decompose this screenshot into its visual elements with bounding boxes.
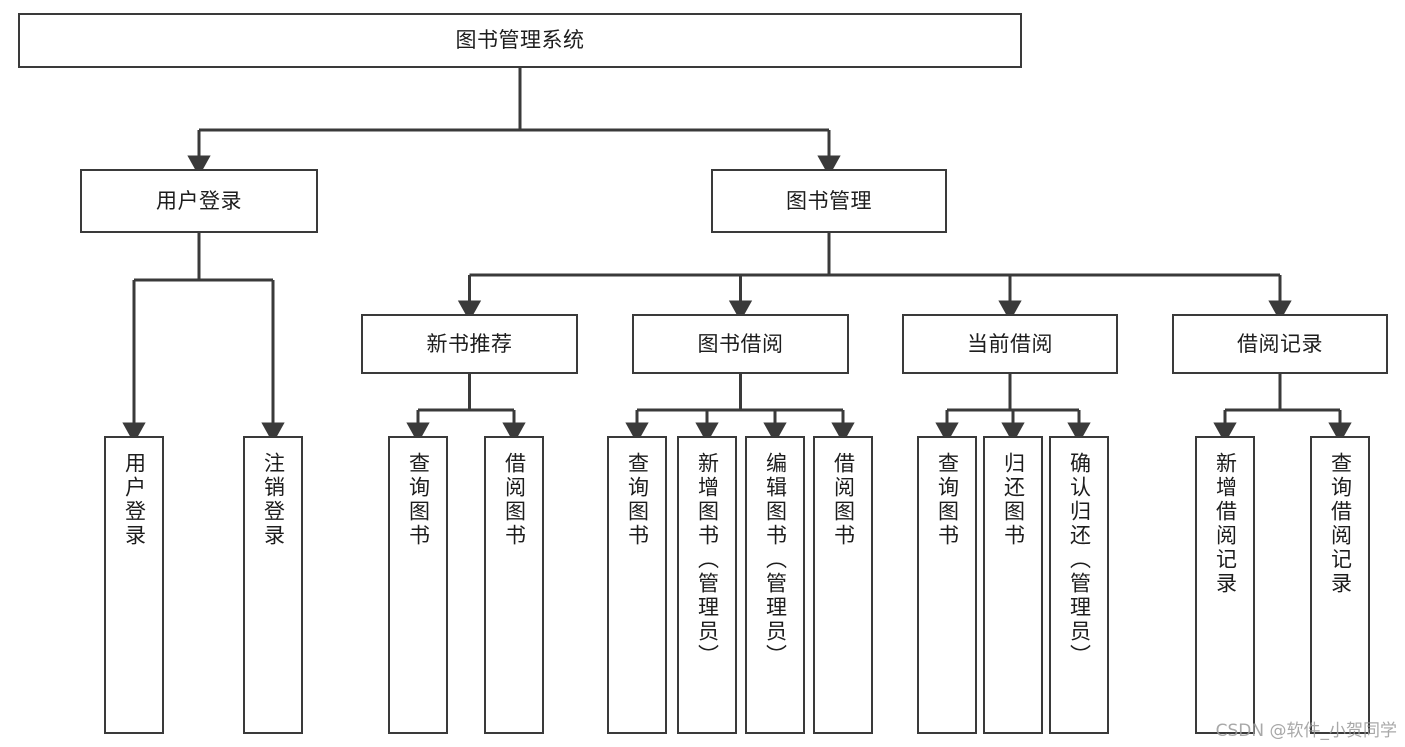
node-records[interactable]: 借阅记录	[1172, 314, 1388, 374]
node-label: 用户登录	[156, 188, 242, 213]
edge-group	[122, 68, 1352, 444]
node-label: 借阅记录	[1237, 331, 1323, 356]
node-label: 查询图书	[935, 452, 960, 548]
node-leaf-user-login[interactable]: 用户登录	[104, 436, 164, 734]
node-label: 注销登录	[261, 452, 286, 548]
node-label: 当前借阅	[967, 331, 1053, 356]
node-leaf-user-logout[interactable]: 注销登录	[243, 436, 303, 734]
node-label: 借阅图书	[831, 452, 856, 548]
node-root[interactable]: 图书管理系统	[18, 13, 1022, 68]
node-leaf-re-add[interactable]: 新增借阅记录	[1195, 436, 1255, 734]
node-label: 新增图书（管理员）	[695, 452, 720, 668]
node-newbook[interactable]: 新书推荐	[361, 314, 578, 374]
node-leaf-bo-query[interactable]: 查询图书	[607, 436, 667, 734]
node-leaf-re-query[interactable]: 查询借阅记录	[1310, 436, 1370, 734]
node-leaf-bo-borrow[interactable]: 借阅图书	[813, 436, 873, 734]
node-label: 用户登录	[122, 452, 147, 548]
node-leaf-nb-borrow[interactable]: 借阅图书	[484, 436, 544, 734]
node-current[interactable]: 当前借阅	[902, 314, 1118, 374]
node-label: 编辑图书（管理员）	[763, 452, 788, 668]
node-label: 确认归还（管理员）	[1067, 452, 1092, 668]
node-leaf-cu-return[interactable]: 归还图书	[983, 436, 1043, 734]
node-label: 归还图书	[1001, 452, 1026, 548]
node-leaf-cu-confirm[interactable]: 确认归还（管理员）	[1049, 436, 1109, 734]
node-label: 查询图书	[406, 452, 431, 548]
node-borrow[interactable]: 图书借阅	[632, 314, 849, 374]
node-label: 图书管理	[786, 188, 872, 213]
node-label: 图书管理系统	[455, 28, 585, 53]
node-label: 新增借阅记录	[1213, 452, 1238, 596]
watermark-text: CSDN @软件_小贺同学	[1215, 721, 1397, 741]
node-label: 新书推荐	[426, 331, 513, 356]
node-login[interactable]: 用户登录	[80, 169, 318, 233]
node-leaf-cu-query[interactable]: 查询图书	[917, 436, 977, 734]
node-bookmgmt[interactable]: 图书管理	[711, 169, 947, 233]
node-label: 查询图书	[625, 452, 650, 548]
node-label: 查询借阅记录	[1328, 452, 1353, 596]
node-label: 图书借阅	[697, 331, 784, 356]
node-leaf-bo-add[interactable]: 新增图书（管理员）	[677, 436, 737, 734]
node-leaf-bo-edit[interactable]: 编辑图书（管理员）	[745, 436, 805, 734]
node-label: 借阅图书	[502, 452, 527, 548]
node-leaf-nb-query[interactable]: 查询图书	[388, 436, 448, 734]
